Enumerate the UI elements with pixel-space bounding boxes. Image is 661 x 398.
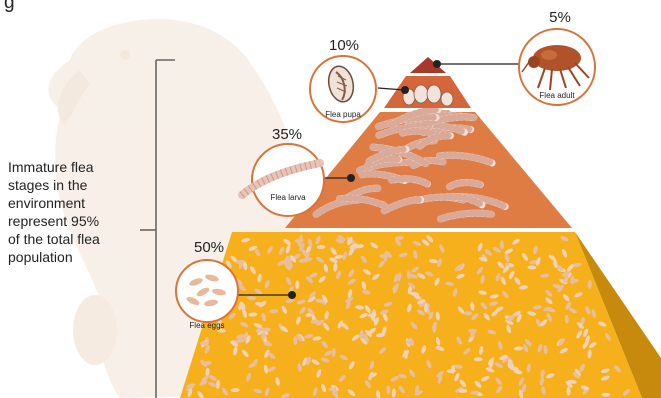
callout-adult: Flea adult xyxy=(519,29,595,105)
caption-line: Immature flea xyxy=(8,158,138,176)
adult-percent: 5% xyxy=(549,9,571,26)
larva-percent: 35% xyxy=(272,126,302,143)
caption-line: represent 95% xyxy=(8,212,138,230)
caption-line: population xyxy=(8,248,138,266)
pupa-percent: 10% xyxy=(329,37,359,54)
caption-line: of the total flea xyxy=(8,230,138,248)
flea-eggs-label: Flea eggs xyxy=(189,321,224,330)
callout-pupa: Flea pupa xyxy=(310,56,376,122)
connector-pupa xyxy=(378,86,409,94)
flea-adult-label: Flea adult xyxy=(539,91,575,100)
connector-adult xyxy=(433,60,522,68)
flea-larva-label: Flea larva xyxy=(270,193,306,202)
eggs-percent: 50% xyxy=(194,239,224,256)
flea-pupa-label: Flea pupa xyxy=(325,110,361,119)
immature-stages-caption: Immature flea stages in the environment … xyxy=(8,158,138,266)
caption-line: stages in the xyxy=(8,176,138,194)
caption-line: environment xyxy=(8,194,138,212)
